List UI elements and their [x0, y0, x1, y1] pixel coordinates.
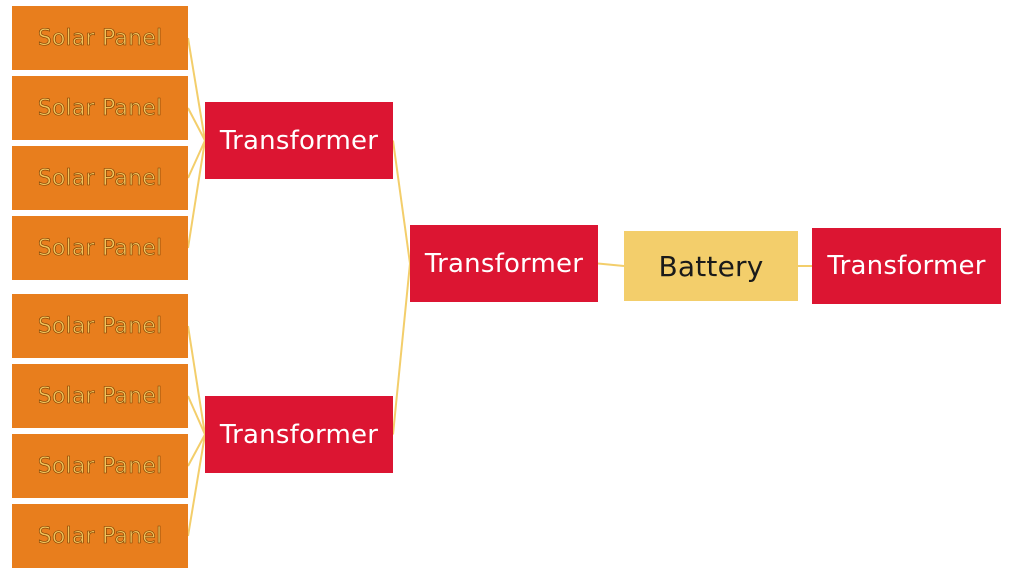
connector-solar-panel-2-to-transformer-upper — [187, 107, 206, 141]
connector-solar-panel-3-to-transformer-upper — [187, 140, 206, 179]
connector-transformer-center-to-battery — [597, 262, 625, 267]
connector-solar-panel-4-to-transformer-upper — [187, 140, 206, 249]
connector-solar-panel-8-to-transformer-lower — [187, 434, 206, 537]
transformer-upper: Transformer — [205, 102, 393, 179]
connector-solar-panel-1-to-transformer-upper — [187, 37, 206, 141]
solar-panel-5: Solar Panel — [12, 294, 188, 358]
solar-panel-3: Solar Panel — [12, 146, 188, 210]
transformer-output: Transformer — [812, 228, 1001, 304]
transformer-lower: Transformer — [205, 396, 393, 473]
solar-panel-4: Solar Panel — [12, 216, 188, 280]
connector-solar-panel-5-to-transformer-lower — [187, 325, 206, 435]
connector-solar-panel-7-to-transformer-lower — [187, 434, 206, 467]
solar-panel-2: Solar Panel — [12, 76, 188, 140]
solar-panel-8: Solar Panel — [12, 504, 188, 568]
solar-panel-1: Solar Panel — [12, 6, 188, 70]
solar-panel-7: Solar Panel — [12, 434, 188, 498]
solar-panel-6: Solar Panel — [12, 364, 188, 428]
connector-solar-panel-6-to-transformer-lower — [187, 395, 206, 435]
battery-node: Battery — [624, 231, 798, 301]
connector-transformer-lower-to-transformer-center — [392, 263, 411, 435]
connector-transformer-upper-to-transformer-center — [392, 140, 411, 264]
transformer-center: Transformer — [410, 225, 598, 302]
